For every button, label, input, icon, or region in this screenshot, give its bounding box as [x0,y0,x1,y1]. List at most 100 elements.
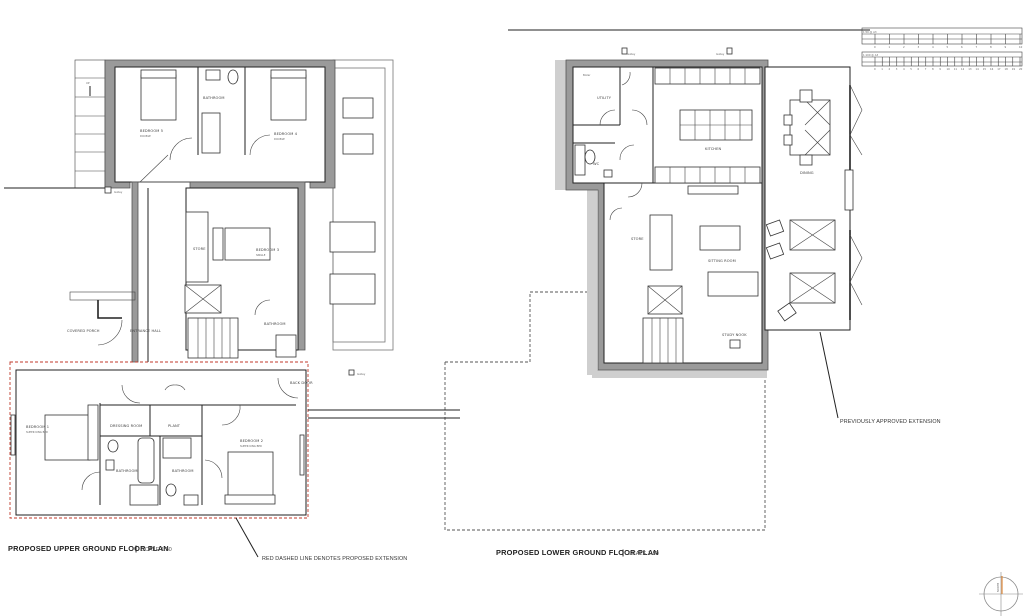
scale-tick-label: 10 [1019,45,1023,49]
bed [140,74,177,121]
rooflight [342,97,374,119]
bed [44,414,91,461]
room-sublabel: SINGLE [256,253,266,257]
retaining-hatch [555,60,567,190]
room-sublabel: DOUBLE [140,134,151,138]
leader-line [819,331,839,419]
scale-tick-label: 20 [1019,67,1023,71]
room-label-kitchen: KITCHEN [705,147,721,151]
scale-tick-label: 15 [983,67,987,71]
basin [205,69,221,81]
scale-tick-label: 1 [889,45,891,49]
coffee-table [699,225,741,251]
gulley-label: Gulley [627,52,636,56]
staircase [187,317,239,359]
scale-row1-ticks: 0 1 2 3 4 5 6 7 8 9 10 [874,34,1023,49]
room-label-bedroom2: BEDROOM 2 [240,439,263,443]
room-label-entrance-hall: ENTRANCE HALL [130,329,161,333]
shower-tray [162,437,192,459]
store-cupboard [185,211,209,283]
room-label-sitting-room: SITTING ROOM [708,259,736,263]
upper-plan-title: PROPOSED UPPER GROUND FLOOR PLAN [8,544,169,553]
scale-tick-label: 4 [932,45,934,49]
terrace-inner-outline [332,67,386,343]
lower-ground-floor-plan: Boiler UTILITY WC KITCHEN Gulley Gulley … [430,29,941,557]
room-label-dressing-room: DRESSING ROOM [110,424,142,428]
room-label-study-nook: STUDY NOOK [722,333,747,337]
gulley-label: Gulley [716,52,725,56]
scale-tick-label: 0 [874,45,876,49]
room-label-bedroom4: BEDROOM 4 [274,132,298,136]
scale-row2-label: 1:100 @ A3 [863,53,878,57]
scale-tick-label: 3 [896,67,898,71]
gulley-label: Gulley [114,190,123,194]
scale-tick-label: 4 [903,67,905,71]
extension-note: RED DASHED LINE DENOTES PROPOSED EXTENSI… [262,556,407,562]
scale-tick-label: 13 [968,67,972,71]
scale-tick-label: 8 [932,67,934,71]
scale-tick-label: 5 [910,67,912,71]
scale-tick-label: 3 [918,45,920,49]
room-label-bathroom: BATHROOM [172,469,194,473]
room-label-dining: DINING [800,171,814,175]
scale-tick-label: 2 [889,67,891,71]
scale-tick-label: 8 [990,45,992,49]
scale-tick-label: 6 [918,67,920,71]
approved-extension-note: PREVIOUSLY APPROVED EXTENSION [840,419,941,425]
bed [224,227,271,261]
boiler-label: Boiler [583,73,591,77]
room-sublabel: DOUBLE [274,137,285,141]
scale-tick-label: 10 [947,67,951,71]
lower-plan-title: PROPOSED LOWER GROUND FLOOR PLAN [496,548,659,557]
bed [270,74,307,121]
scale-tick-label: 9 [1005,45,1007,49]
kitchen-units [654,67,761,184]
scale-tick-label: 16 [990,67,994,71]
lower-plan-scale: SCALE 1:50 [628,551,659,557]
title-separator: | [622,548,624,557]
title-separator: | [135,544,137,553]
scale-tick-label: 7 [976,45,978,49]
sofa [649,214,673,271]
room-label-bathroom: BATHROOM [203,96,225,100]
toilet [227,69,239,85]
scale-tick-label: 14 [976,67,980,71]
room-sublabel: SUPER KING BED [26,430,48,434]
rooflight [342,133,374,155]
room-label-bathroom: BATHROOM [116,469,138,473]
porch-canopy [69,291,136,301]
external-steps [74,59,106,189]
toilet [584,149,596,165]
scale-tick-label: 2 [903,45,905,49]
scale-tick-label: 6 [961,45,963,49]
sofa [707,271,759,297]
door-swing [169,137,193,161]
room-label-covered-porch: COVERED PORCH [67,329,100,333]
scale-tick-label: 1 [881,67,883,71]
room-label-bedroom5: BEDROOM 5 [140,129,163,133]
leader-line [235,517,259,558]
scale-tick-label: 7 [925,67,927,71]
room-sublabel: SUPER KING BED [240,444,262,448]
bath [201,112,221,154]
room-label-bathroom: BATHROOM [264,322,286,326]
scale-tick-label: 5 [947,45,949,49]
staircase [642,317,684,364]
proposed-extension-red-dashed-line [9,361,309,519]
scale-tick-label: 9 [939,67,941,71]
scale-tick-label: 0 [874,67,876,71]
dining-table [789,99,831,156]
room-label-plant: PLANT [168,424,181,428]
scale-row1-label: 1:50 @ A3 [863,30,877,34]
room-label-bedroom3: BEDROOM 3 [256,248,279,252]
north-point: NORTH [979,572,1023,616]
room-label-utility: UTILITY [597,96,612,100]
gulley-label: Gulley [357,372,366,376]
up-label: UP [86,81,90,85]
room-label-store: STORE [631,237,644,241]
scale-tick-label: 12 [961,67,965,71]
scale-tick-label: 11 [954,67,958,71]
scale-tick-label: 17 [997,67,1001,71]
